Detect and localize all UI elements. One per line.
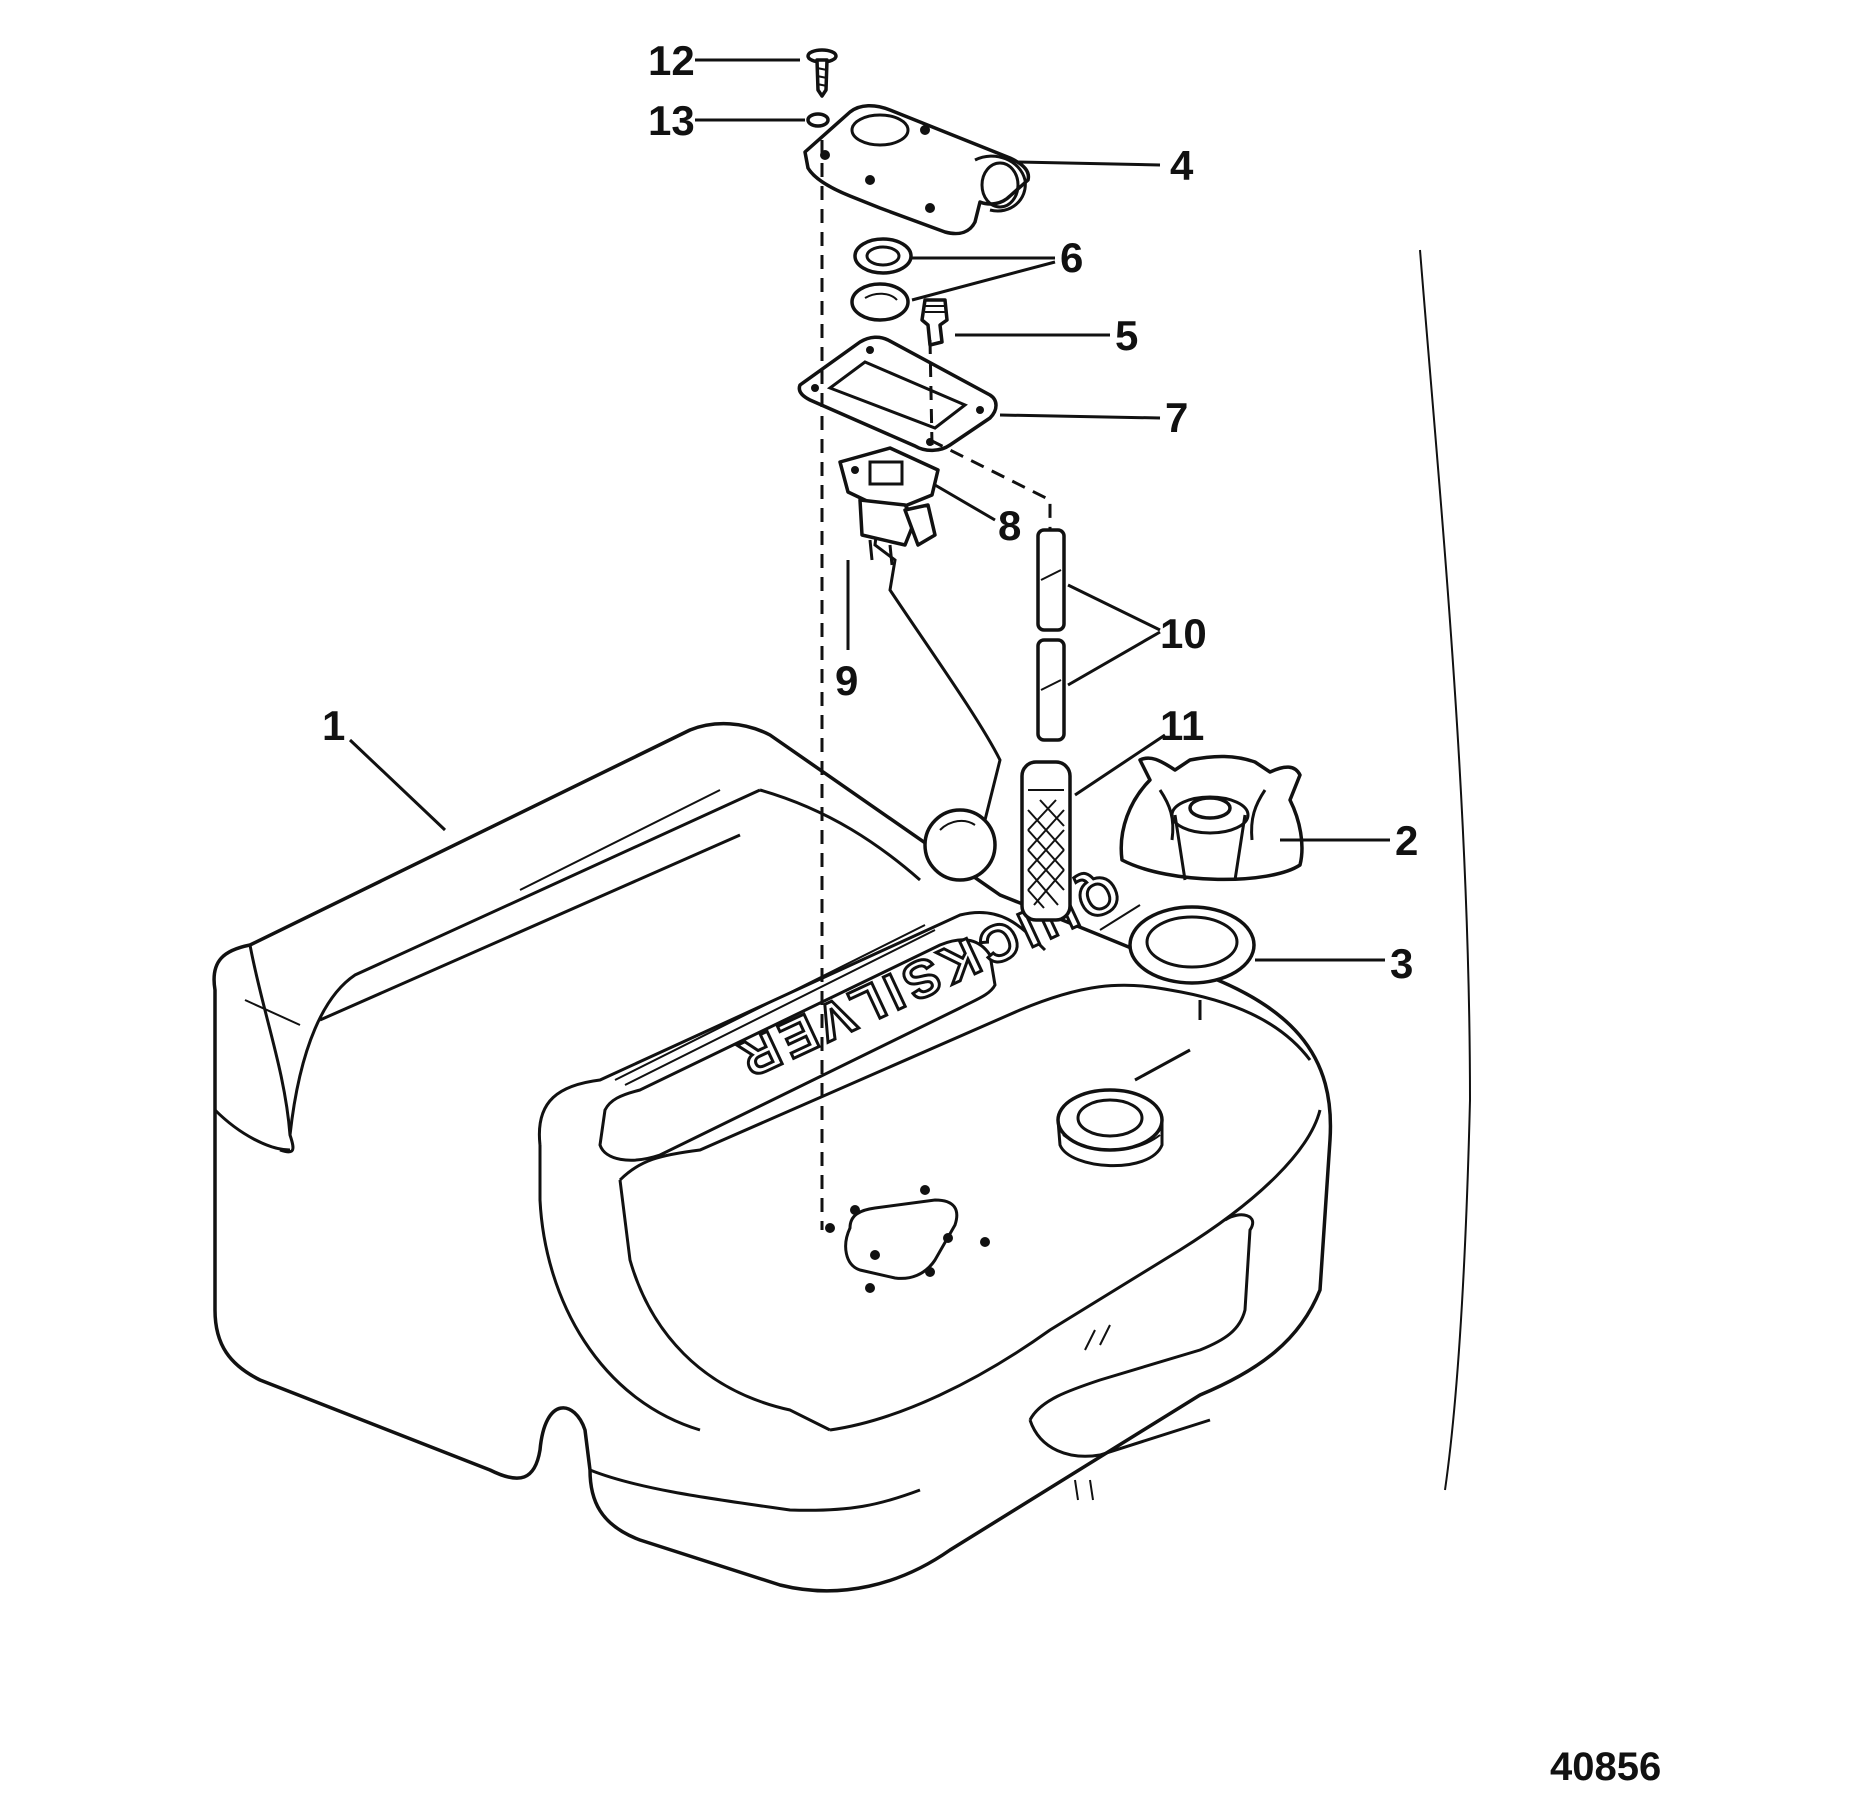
background-edge (1419, 249, 1472, 1491)
fitting (920, 298, 949, 347)
callout-8: 8 (998, 502, 1021, 549)
filter (1020, 760, 1072, 922)
screw (806, 48, 838, 98)
callout-11: 11 (1160, 702, 1204, 749)
pickup-housing (803, 104, 1031, 236)
callout-4: 4 (1170, 142, 1194, 189)
callout-6: 6 (1060, 234, 1083, 281)
fuel-tank (212, 721, 1333, 1593)
o-rings (850, 237, 913, 322)
callout-7: 7 (1165, 394, 1188, 441)
filler-cap (1119, 754, 1304, 882)
float-arm (873, 519, 1002, 882)
callout-12: 12 (648, 37, 695, 84)
callout-2: 2 (1395, 817, 1418, 864)
figure-number: 40856 (1550, 1745, 1661, 1789)
callout-13: 13 (648, 97, 695, 144)
callout-9: 9 (835, 657, 858, 704)
assembly-lines (820, 140, 1202, 1230)
callout-10: 10 (1160, 610, 1207, 657)
callout-1: 1 (322, 702, 345, 749)
pickup-tubes (1036, 528, 1066, 742)
gasket (797, 335, 998, 453)
callout-3: 3 (1390, 940, 1413, 987)
cap-gasket (1128, 905, 1256, 985)
fuel-sender (838, 446, 940, 566)
callout-5: 5 (1115, 312, 1138, 359)
washer (806, 112, 830, 128)
leader-lines (348, 58, 1390, 962)
